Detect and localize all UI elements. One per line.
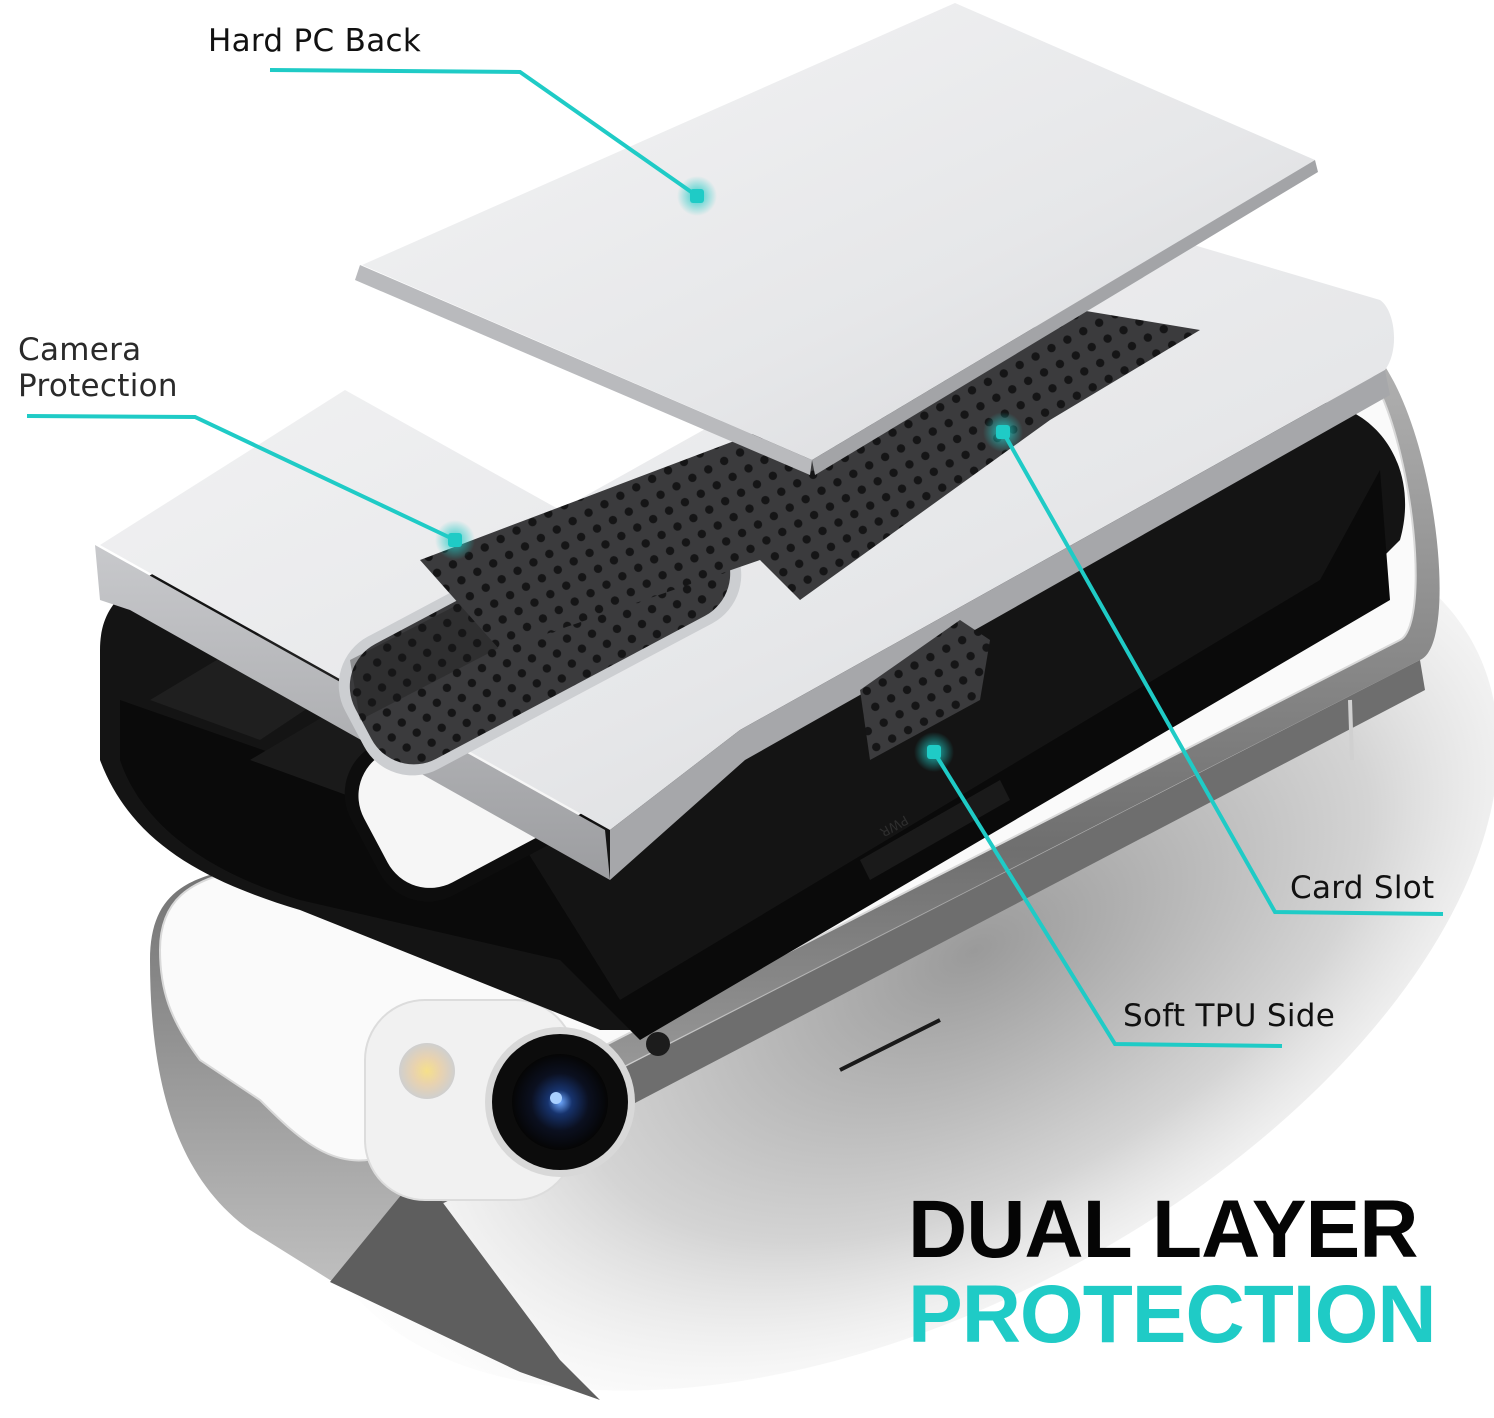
- label-hard-pc-back: Hard PC Back: [208, 23, 422, 59]
- volume-button-line: [839, 1018, 941, 1072]
- callout-lines: [26, 68, 1444, 1048]
- callout-line-hard-pc-back: [269, 68, 699, 198]
- camera-protection-frame: [95, 235, 1395, 880]
- callout-line-card-slot: [1001, 431, 1444, 916]
- flash-icon: [399, 1043, 455, 1099]
- callout-line-soft-tpu-side: [932, 750, 1283, 1048]
- hotspot-camera-protection: [448, 533, 462, 547]
- microphone-icon: [646, 1032, 670, 1056]
- hotspot-card-slot: [996, 425, 1010, 439]
- callout-dots: [435, 176, 1023, 772]
- hotspot-soft-tpu-side: [927, 745, 941, 759]
- hard-pc-back-plate: [355, 3, 1318, 475]
- headline-line2: PROTECTION: [908, 1269, 1437, 1360]
- label-soft-tpu-side: Soft TPU Side: [1123, 998, 1336, 1034]
- phone-camera-module: [364, 999, 670, 1201]
- hotspot-hard-pc-back: [690, 189, 704, 203]
- label-camera-protection-line2: Protection: [18, 368, 178, 404]
- headline-line1: DUAL LAYER: [908, 1184, 1418, 1275]
- label-camera-protection-line1: Camera: [18, 332, 142, 368]
- callout-line-camera-protection: [26, 414, 456, 542]
- label-card-slot: Card Slot: [1290, 870, 1435, 906]
